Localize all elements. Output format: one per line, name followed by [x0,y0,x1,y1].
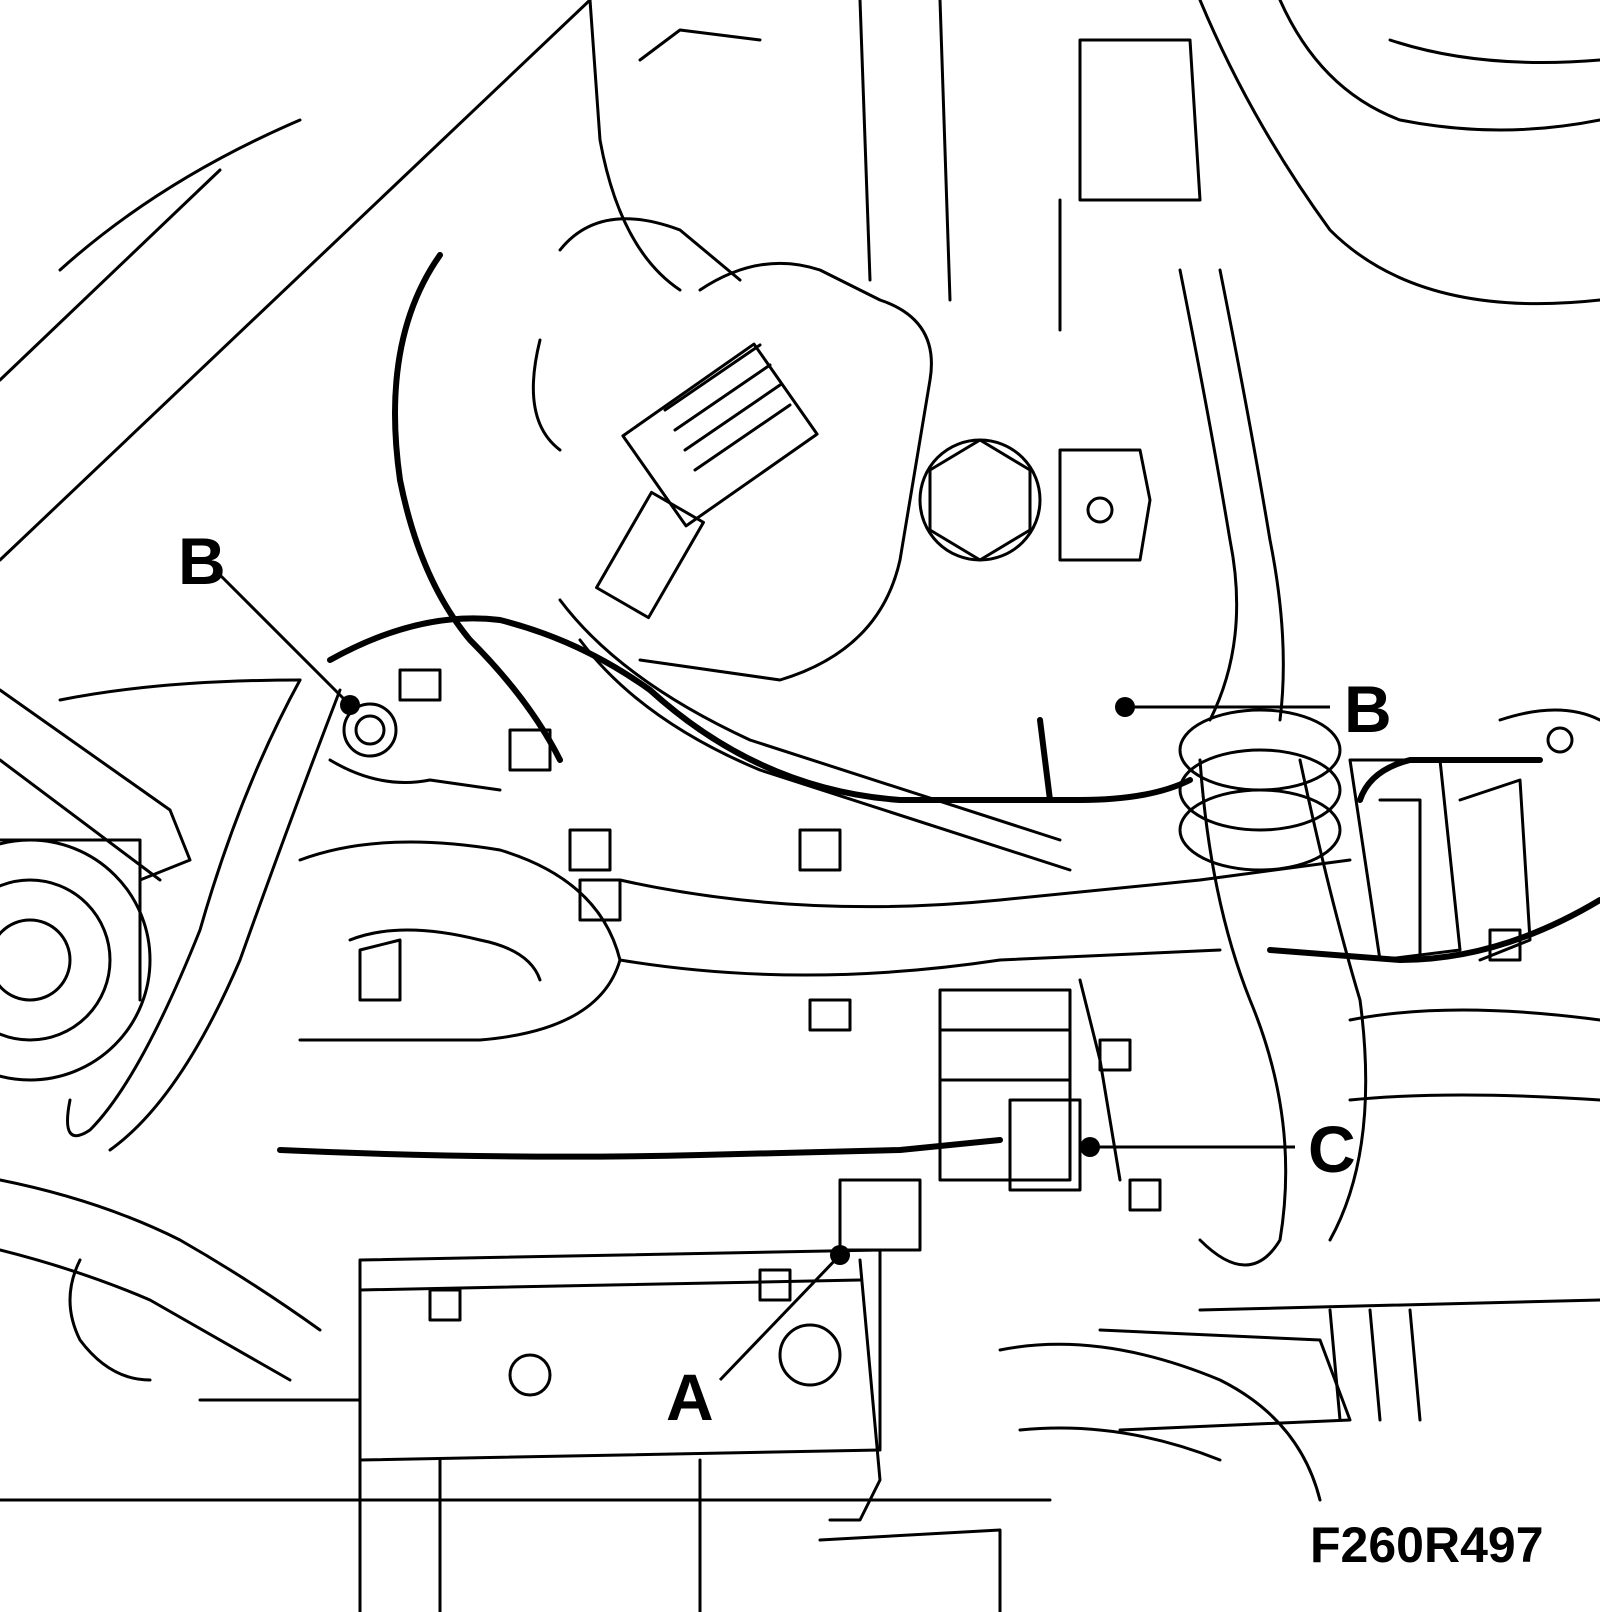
callout-label-c: C [1308,1112,1356,1186]
callout-label-b-left: B [178,524,226,598]
lower-horizontal-hose [298,840,622,1042]
right-hex-bolt [918,438,1042,562]
wiring-harness-left [392,252,563,763]
figure-id-label: F260R497 [1310,1517,1544,1573]
callout-dot-c [1080,1137,1100,1157]
mounting-bracket-a [358,1248,882,1462]
right-vertical-hose [1178,268,1239,722]
lower-left-pipe [0,1178,322,1332]
sensor-c-body [938,988,1072,1182]
upper-hose [638,261,933,682]
upper-bracket [1078,38,1202,202]
hose-connector [621,342,819,528]
callout-dot-a [830,1245,850,1265]
left-vertical-hose [66,678,302,1138]
callout-label-b-right: B [1344,672,1392,746]
cross-member [618,858,1352,909]
leader-a [718,1253,842,1382]
body-panel-edge [0,0,592,562]
callout-dot-b-left [340,695,360,715]
left-mount-bolt [342,702,398,758]
body-panel-inner-edge [0,168,222,382]
callout-dot-b-right [1115,697,1135,717]
centre-pipe [558,598,1062,842]
right-bracket [1348,758,1462,962]
left-round-housing [0,838,152,1082]
callout-label-a: A [666,1360,714,1434]
leader-b-left [218,573,352,707]
